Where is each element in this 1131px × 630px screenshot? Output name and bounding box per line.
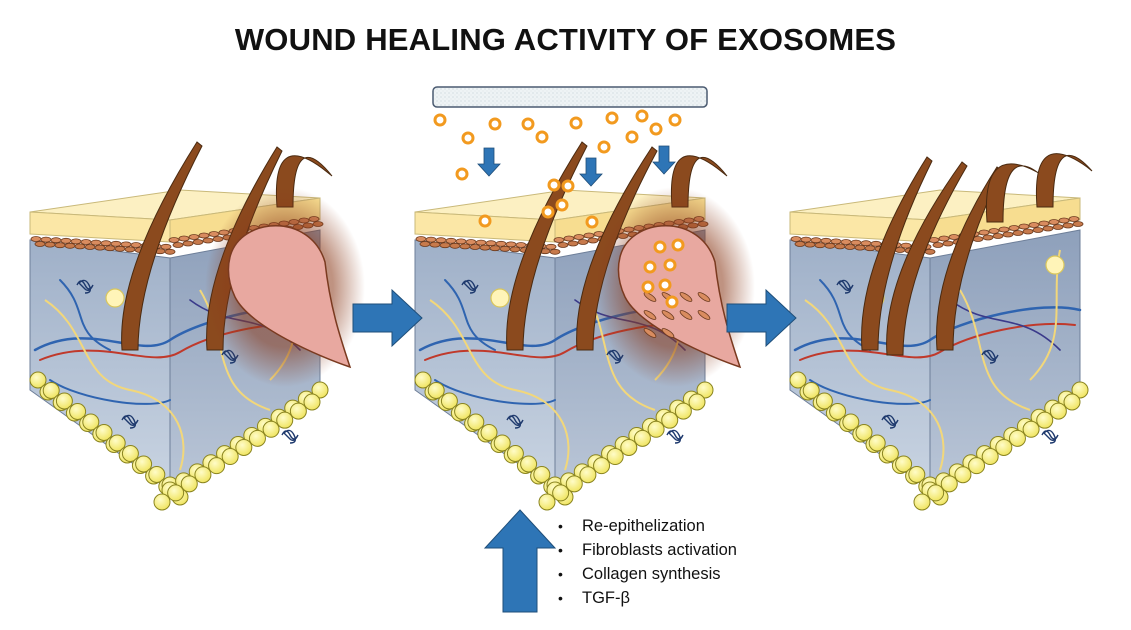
- exosome: [461, 131, 475, 145]
- fat-layer: [414, 371, 714, 511]
- exosomes-in-wound: [641, 238, 685, 309]
- sebaceous-gland: [1045, 255, 1065, 275]
- skin-block-wound: [29, 141, 365, 511]
- exosome: [649, 122, 663, 136]
- hair: [1035, 153, 1093, 208]
- hair: [886, 161, 968, 356]
- exosome: [555, 198, 569, 212]
- benefit-item: Collagen synthesis: [558, 562, 737, 586]
- fat-layer: [789, 371, 1089, 511]
- process-arrow-1: [352, 288, 423, 348]
- exosome: [635, 109, 649, 123]
- sebaceous-gland: [105, 288, 125, 308]
- up-arrow: [483, 509, 557, 613]
- exosome: [433, 113, 447, 127]
- diagram-title: WOUND HEALING ACTIVITY OF EXOSOMES: [234, 22, 897, 57]
- exosome: [541, 205, 555, 219]
- exosome: [478, 214, 492, 228]
- exosome: [488, 117, 502, 131]
- exosome: [569, 116, 583, 130]
- release-arrow: [477, 147, 501, 177]
- wound: [227, 225, 352, 369]
- benefit-item: Fibroblasts activation: [558, 538, 737, 562]
- process-arrow-2: [726, 288, 797, 348]
- hair: [506, 141, 588, 351]
- fibroblasts: [643, 292, 711, 338]
- exosome: [597, 140, 611, 154]
- skin-block-treatment: [414, 141, 755, 511]
- release-arrow: [652, 145, 676, 175]
- release-arrow: [579, 157, 603, 187]
- benefit-item: Re-epithelization: [558, 514, 737, 538]
- exosome: [521, 117, 535, 131]
- exosomes: [433, 109, 682, 229]
- benefit-item: TGF-β: [558, 586, 737, 610]
- sebaceous-gland: [490, 288, 510, 308]
- exosome: [668, 113, 682, 127]
- skin-block-healed: [789, 153, 1093, 511]
- exosome: [625, 130, 639, 144]
- exosome-dressing: [432, 86, 708, 108]
- exosome: [547, 178, 561, 192]
- sweat-glands: [836, 279, 1059, 444]
- exosome: [455, 167, 469, 181]
- exosome: [585, 215, 599, 229]
- hair: [861, 156, 933, 351]
- fat-layer: [29, 371, 329, 511]
- exosome: [605, 111, 619, 125]
- sweat-glands: [461, 279, 684, 444]
- exosome: [561, 179, 575, 193]
- hairs: [861, 153, 1093, 356]
- release-arrows: [477, 145, 676, 187]
- exosome: [535, 130, 549, 144]
- hair: [121, 141, 203, 351]
- benefits-list: Re-epithelization Fibroblasts activation…: [558, 514, 737, 610]
